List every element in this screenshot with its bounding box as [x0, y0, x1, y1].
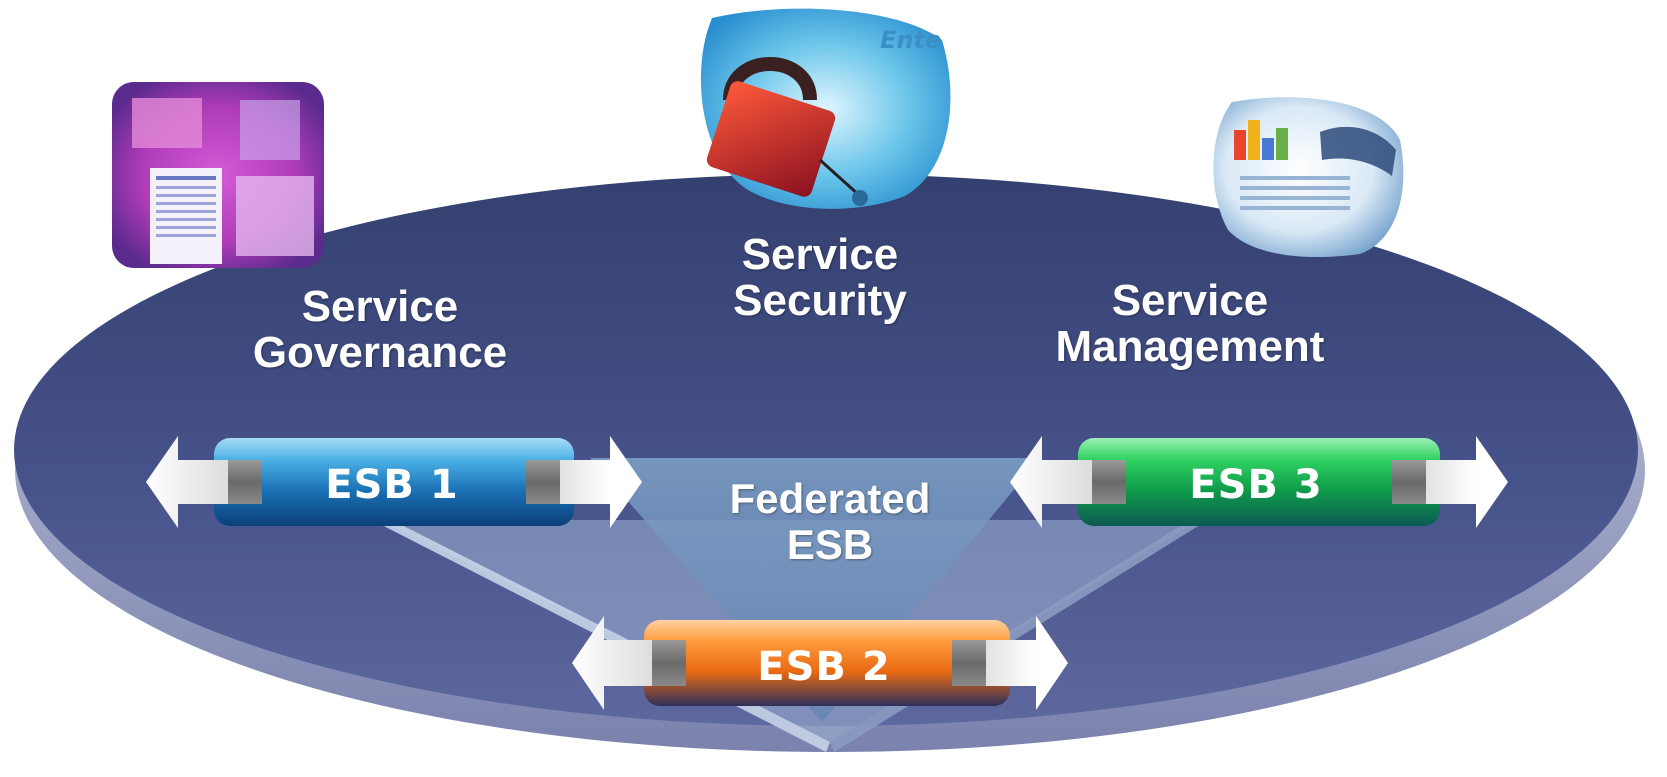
esb2-left-arrow-icon — [572, 616, 686, 710]
service-management-label: Service Management — [1010, 278, 1370, 370]
esb1-right-arrow-icon — [610, 436, 642, 528]
esb2-right-arrow-icon — [1036, 616, 1068, 710]
security-image-text: Ente — [880, 26, 941, 54]
security-line2: Security — [733, 276, 907, 325]
federated-line2: ESB — [786, 521, 874, 568]
management-line1: Service — [1111, 276, 1269, 325]
esb1-left-arrow-icon — [146, 436, 262, 528]
governance-image — [112, 82, 324, 268]
esb3-bus: ESB 3 — [1010, 436, 1508, 528]
esb3-label: ESB 3 — [1189, 462, 1322, 508]
esb2-bus: ESB 2 — [572, 616, 1068, 710]
governance-line2: Governance — [252, 328, 508, 377]
security-image: Ente — [700, 8, 951, 209]
esb3-left-arrow-icon — [1010, 436, 1124, 528]
security-line1: Service — [741, 230, 899, 279]
management-image — [1213, 97, 1404, 258]
service-governance-label: Service Governance — [230, 284, 530, 376]
federated-esb-label: Federated ESB — [680, 476, 980, 568]
service-security-label: Service Security — [660, 232, 980, 324]
federated-line1: Federated — [729, 475, 931, 522]
governance-line1: Service — [301, 282, 459, 331]
esb3-right-arrow-icon — [1476, 436, 1508, 528]
management-line2: Management — [1055, 322, 1325, 371]
esb1-bus: ESB 1 — [146, 436, 642, 528]
esb1-label: ESB 1 — [325, 462, 458, 508]
esb2-label: ESB 2 — [757, 644, 890, 690]
